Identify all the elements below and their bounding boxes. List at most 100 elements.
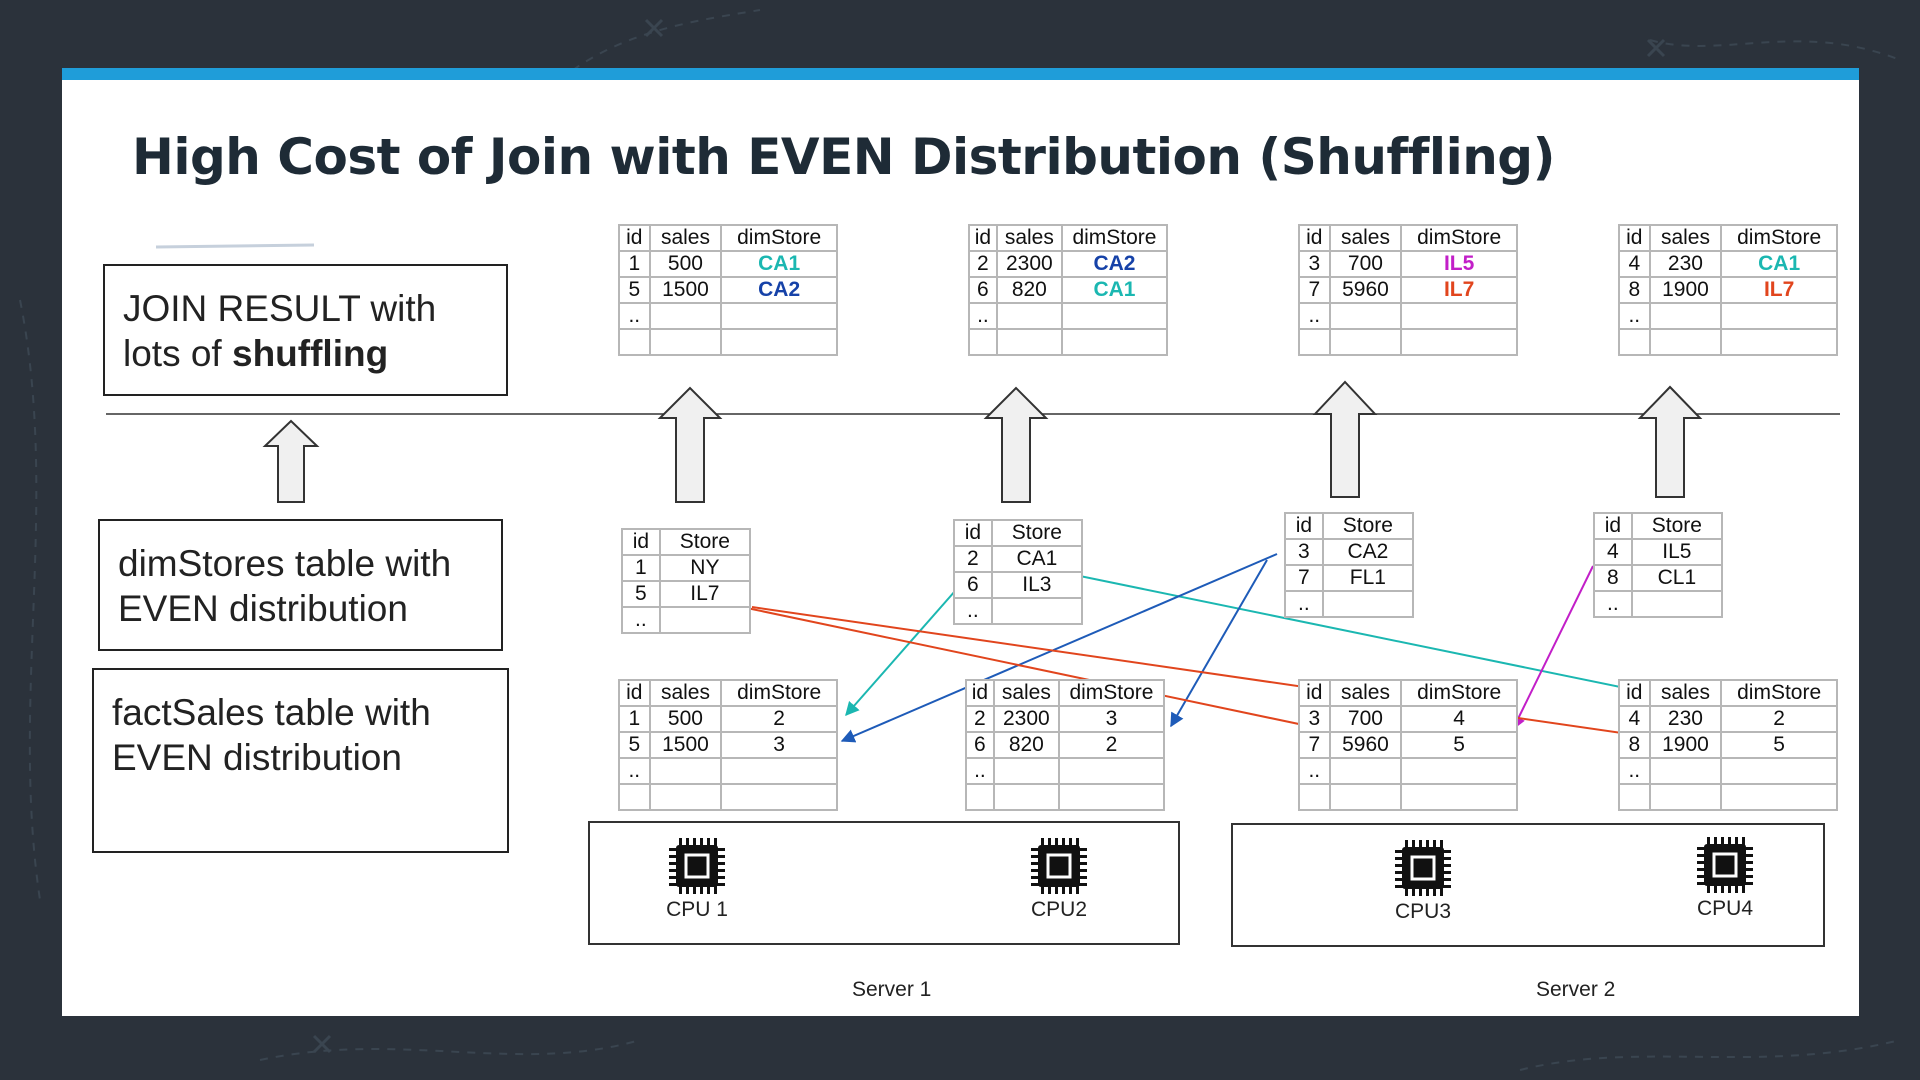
table-cell xyxy=(1298,783,1331,811)
table-cell: 6 xyxy=(953,571,993,599)
table-cell: 2300 xyxy=(995,250,1063,278)
table-cell: 230 xyxy=(1648,250,1723,278)
table-row xyxy=(618,328,838,356)
column-header: Store xyxy=(990,519,1084,547)
table-cell: CA2 xyxy=(1060,250,1169,278)
table-cell: 7 xyxy=(1298,731,1331,759)
column-header: id xyxy=(618,224,651,252)
table-cell: 1500 xyxy=(648,731,723,759)
column-header: id xyxy=(621,528,661,556)
table-cell: 6 xyxy=(968,276,998,304)
server-1-label: Server 1 xyxy=(852,978,932,1001)
table-cell xyxy=(1618,328,1651,356)
column-header: dimStore xyxy=(1400,679,1518,707)
table-cell xyxy=(1060,328,1169,356)
table-cell: 700 xyxy=(1328,705,1403,733)
table-cell: 1900 xyxy=(1648,276,1723,304)
column-header: id xyxy=(1618,224,1651,252)
table-cell xyxy=(720,302,838,330)
table-cell: 2 xyxy=(953,545,993,573)
table-cell: .. xyxy=(953,597,993,625)
table-row: .. xyxy=(965,757,1166,785)
table-cell xyxy=(720,328,838,356)
table-cell: CA1 xyxy=(990,545,1084,573)
table-cell: CA1 xyxy=(720,250,838,278)
column-header: sales xyxy=(995,224,1063,252)
table-cell: 4 xyxy=(1618,705,1651,733)
table-cell xyxy=(1400,757,1518,785)
column-header: dimStore xyxy=(1057,679,1166,707)
table-cell: 5960 xyxy=(1328,731,1403,759)
shuffle-arrow xyxy=(1170,559,1268,728)
table-cell xyxy=(1618,783,1651,811)
column-header: sales xyxy=(648,679,723,707)
table-row xyxy=(1298,328,1518,356)
table-cell: 5 xyxy=(621,580,661,608)
table-cell: 1900 xyxy=(1648,731,1723,759)
table-cell xyxy=(995,328,1063,356)
table-cell xyxy=(1060,302,1169,330)
table-cell: 2 xyxy=(965,705,995,733)
table-cell: 820 xyxy=(995,276,1063,304)
table-cell: CA1 xyxy=(1060,276,1169,304)
pen-stroke xyxy=(155,243,315,249)
table-cell: 7 xyxy=(1298,276,1331,304)
table-cell xyxy=(1648,302,1723,330)
column-header: id xyxy=(618,679,651,707)
table-row xyxy=(1298,783,1518,811)
table-row: .. xyxy=(953,597,1084,625)
table-cell: 6 xyxy=(965,731,995,759)
column-header: id xyxy=(1284,512,1324,540)
table-cell: 5 xyxy=(1720,731,1838,759)
table-cell: 1 xyxy=(618,705,651,733)
up-arrow-icon xyxy=(1637,385,1703,498)
column-header: dimStore xyxy=(1060,224,1169,252)
table-cell: 1 xyxy=(618,250,651,278)
column-header: id xyxy=(965,679,995,707)
table-row: .. xyxy=(621,606,752,634)
table-row: .. xyxy=(968,302,1169,330)
column-header: sales xyxy=(1648,679,1723,707)
table-cell: .. xyxy=(968,302,998,330)
table-cell xyxy=(618,783,651,811)
join-result-box: JOIN RESULT with lots of shuffling xyxy=(103,264,508,396)
table-cell xyxy=(1298,328,1331,356)
table-row xyxy=(618,783,838,811)
table-cell: .. xyxy=(1593,590,1633,618)
table-row: .. xyxy=(1618,302,1838,330)
table-cell xyxy=(648,328,723,356)
column-header: dimStore xyxy=(720,224,838,252)
table-cell: IL7 xyxy=(1400,276,1518,304)
table-cell xyxy=(1400,783,1518,811)
table-cell: .. xyxy=(965,757,995,785)
column-header: id xyxy=(1593,512,1633,540)
table-cell xyxy=(720,757,838,785)
table-cell xyxy=(720,783,838,811)
cpu-chip-icon xyxy=(1031,838,1087,894)
table-cell: .. xyxy=(621,606,661,634)
table-cell: 2 xyxy=(1057,731,1166,759)
table-row xyxy=(968,328,1169,356)
table-cell: CA2 xyxy=(720,276,838,304)
table-cell: CL1 xyxy=(1630,564,1724,592)
table-row xyxy=(1618,783,1838,811)
server-2-label: Server 2 xyxy=(1536,978,1616,1001)
